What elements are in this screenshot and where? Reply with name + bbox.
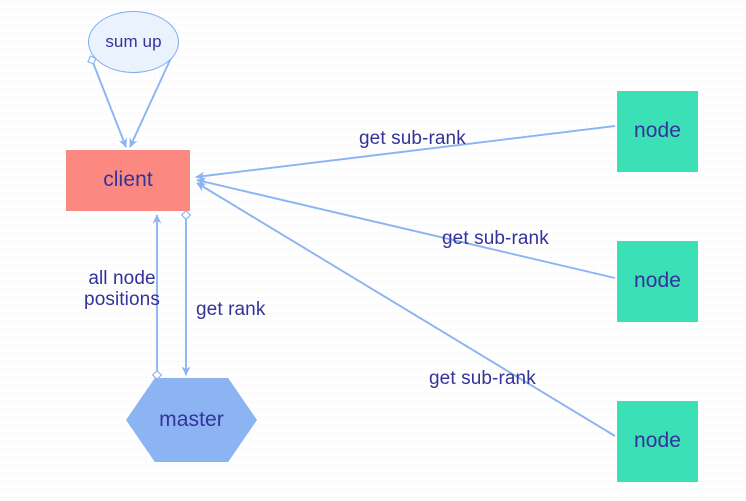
node-client-label: client [103, 168, 153, 192]
node-client[interactable]: client [66, 150, 190, 211]
node-worker-1-label: node [633, 119, 682, 143]
edge-sumup-client-left [87, 55, 127, 148]
node-worker-3-label: node [633, 429, 682, 453]
edge-label-all-node-positions: all node positions [84, 268, 160, 311]
node-worker-2-label: node [633, 269, 682, 293]
edge-label-get-sub-rank-1: get sub-rank [359, 128, 466, 149]
node-sum-up[interactable]: sum up [88, 11, 179, 73]
node-sum-up-label: sum up [105, 32, 162, 52]
node-worker-2[interactable]: node [617, 241, 698, 322]
edge-label-get-rank: get rank [196, 299, 266, 320]
node-worker-1[interactable]: node [617, 91, 698, 172]
edge-label-get-sub-rank-2: get sub-rank [442, 228, 549, 249]
node-master[interactable]: master [126, 378, 257, 462]
node-master-label: master [159, 407, 224, 431]
edge-node2-client [196, 177, 616, 279]
edge-label-get-sub-rank-3: get sub-rank [429, 368, 536, 389]
node-worker-3[interactable]: node [617, 401, 698, 482]
